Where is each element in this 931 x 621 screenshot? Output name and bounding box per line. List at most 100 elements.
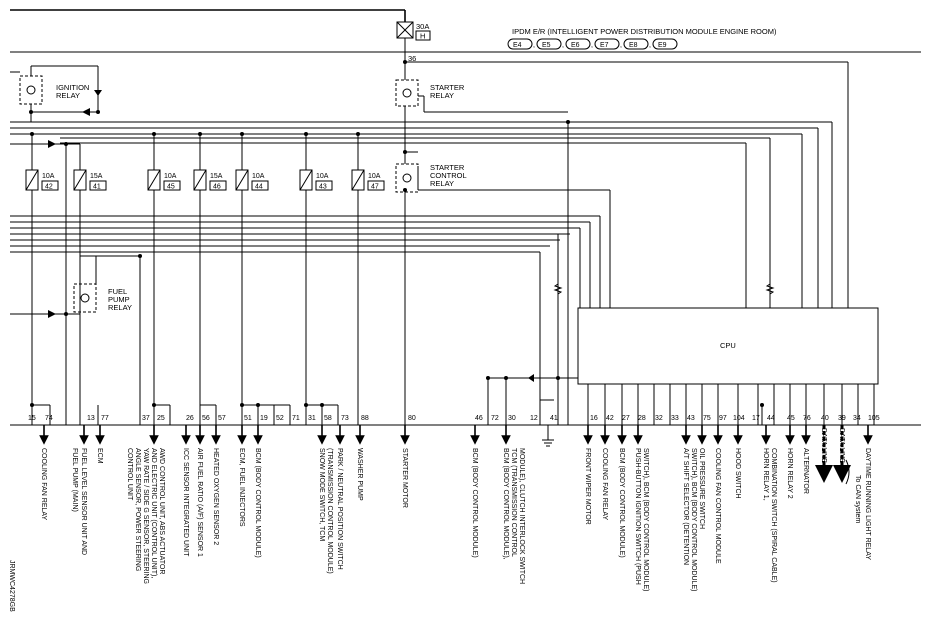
svg-text:44: 44 bbox=[767, 415, 775, 422]
svg-text:E8: E8 bbox=[629, 42, 638, 49]
svg-text:BCM (BODY CONTROL MODULE),TCM: BCM (BODY CONTROL MODULE),TCM (TRANSMISS… bbox=[502, 448, 525, 584]
svg-text:10A: 10A bbox=[42, 173, 55, 180]
svg-text:42: 42 bbox=[606, 415, 614, 422]
resistor-1 bbox=[553, 283, 563, 295]
svg-text:E5: E5 bbox=[542, 42, 551, 49]
diode bbox=[528, 374, 534, 382]
svg-text:10A: 10A bbox=[252, 173, 265, 180]
signal-labels: COOLING FAN RELAY FUEL LEVEL SENSOR UNIT… bbox=[40, 428, 871, 592]
svg-text:71: 71 bbox=[292, 415, 300, 422]
svg-text:43: 43 bbox=[319, 184, 327, 191]
svg-text:40: 40 bbox=[821, 415, 829, 422]
svg-text:16: 16 bbox=[590, 415, 598, 422]
svg-text:31: 31 bbox=[308, 415, 316, 422]
svg-text:RELAY: RELAY bbox=[56, 91, 80, 100]
svg-text:76: 76 bbox=[803, 415, 811, 422]
svg-text:41: 41 bbox=[550, 415, 558, 422]
svg-text:SNOW MODE SWITCH, TCM(TRANSMIS: SNOW MODE SWITCH, TCM(TRANSMISSION CONTR… bbox=[318, 448, 333, 574]
svg-text:BCM (BODY CONTROL MODULE): BCM (BODY CONTROL MODULE) bbox=[254, 448, 261, 558]
svg-text:PARK / NEUTRAL POSITION SWITCH: PARK / NEUTRAL POSITION SWITCH bbox=[336, 448, 343, 570]
fuel-pump-relay: FUEL PUMP RELAY bbox=[73, 255, 132, 313]
svg-text:E4: E4 bbox=[513, 42, 522, 49]
fuse-44: 10A 44 bbox=[235, 134, 269, 425]
svg-text:COOLING FAN RELAY: COOLING FAN RELAY bbox=[601, 448, 608, 521]
svg-text:ALTERNATOR: ALTERNATOR bbox=[802, 448, 809, 494]
svg-text:FRONT WIPER MOTOR: FRONT WIPER MOTOR bbox=[584, 448, 591, 525]
svg-text:PUMP: PUMP bbox=[108, 295, 130, 304]
output-arrows bbox=[39, 425, 873, 483]
svg-text:IGNITION: IGNITION bbox=[56, 83, 89, 92]
fuse-43: 10A 43 bbox=[299, 134, 333, 425]
svg-text:30: 30 bbox=[508, 415, 516, 422]
svg-text:75: 75 bbox=[703, 415, 711, 422]
svg-text:45: 45 bbox=[787, 415, 795, 422]
svg-text:,: , bbox=[649, 42, 651, 49]
svg-text:37: 37 bbox=[142, 415, 150, 422]
svg-text:27: 27 bbox=[622, 415, 630, 422]
svg-text:77: 77 bbox=[101, 415, 109, 422]
bus-lines bbox=[10, 61, 849, 425]
svg-text:COOLING FAN CONTROL MODULE: COOLING FAN CONTROL MODULE bbox=[714, 448, 721, 564]
svg-text:15: 15 bbox=[28, 415, 36, 422]
svg-text:51: 51 bbox=[244, 415, 252, 422]
svg-text:BCM (BODY CONTROL MODULE): BCM (BODY CONTROL MODULE) bbox=[471, 448, 478, 558]
svg-text:FUEL LEVEL SENSOR UNIT ANDFUEL: FUEL LEVEL SENSOR UNIT ANDFUEL PUMP (MAI… bbox=[71, 448, 87, 555]
svg-text:34: 34 bbox=[853, 415, 861, 422]
svg-text:46: 46 bbox=[213, 184, 221, 191]
svg-text:105: 105 bbox=[868, 415, 880, 422]
svg-text:25: 25 bbox=[157, 415, 165, 422]
can-brace bbox=[845, 459, 850, 485]
svg-text:HOOD SWITCH: HOOD SWITCH bbox=[734, 448, 741, 499]
svg-text:,: , bbox=[562, 42, 564, 49]
svg-text:28: 28 bbox=[638, 415, 646, 422]
module-title: IPDM E/R (INTELLIGENT POWER DISTRIBUTION… bbox=[512, 27, 777, 36]
svg-text:26: 26 bbox=[186, 415, 194, 422]
svg-text:DAYTIME RUNNING LIGHT RELAY: DAYTIME RUNNING LIGHT RELAY bbox=[864, 448, 871, 560]
svg-text:10A: 10A bbox=[316, 173, 329, 180]
svg-text:WASHER PUMP: WASHER PUMP bbox=[356, 448, 363, 501]
figure-id: JRMWC4278GB bbox=[8, 560, 15, 612]
main-fuse: 30A H bbox=[396, 21, 431, 41]
svg-text:58: 58 bbox=[324, 415, 332, 422]
ignition-relay: IGNITION RELAY bbox=[19, 65, 102, 113]
svg-text:10A: 10A bbox=[368, 173, 381, 180]
svg-text:CONTROL: CONTROL bbox=[430, 171, 467, 180]
svg-text:19: 19 bbox=[260, 415, 268, 422]
svg-text:39: 39 bbox=[838, 415, 846, 422]
svg-text:E6: E6 bbox=[571, 42, 580, 49]
svg-text:13: 13 bbox=[87, 415, 95, 422]
svg-text:72: 72 bbox=[491, 415, 499, 422]
resistor-2 bbox=[765, 283, 775, 295]
svg-text:A/T SHIFT SELECTOR (DETENTIONS: A/T SHIFT SELECTOR (DETENTIONSWITCH), BC… bbox=[682, 448, 697, 592]
svg-text:44: 44 bbox=[255, 184, 263, 191]
svg-text:RELAY: RELAY bbox=[108, 303, 132, 312]
svg-text:15A: 15A bbox=[210, 173, 223, 180]
svg-text:HEATED OXYGEN SENSOR 2: HEATED OXYGEN SENSOR 2 bbox=[212, 448, 219, 545]
starter-control-relay: STARTER CONTROL RELAY bbox=[395, 163, 467, 193]
svg-text:ICC SENSOR INTEGRATED UNIT: ICC SENSOR INTEGRATED UNIT bbox=[182, 448, 189, 557]
main-fuse-terminal: 36 bbox=[408, 54, 416, 63]
svg-text:17: 17 bbox=[752, 415, 760, 422]
svg-text:COOLING FAN RELAY: COOLING FAN RELAY bbox=[40, 448, 47, 521]
cpu-output-wires bbox=[32, 378, 875, 425]
svg-text:E7: E7 bbox=[600, 42, 609, 49]
svg-text:CONTROL UNITANGLE SENSOR, POWE: CONTROL UNITANGLE SENSOR, POWER STEERING… bbox=[126, 448, 165, 584]
svg-text:STARTER: STARTER bbox=[430, 163, 465, 172]
cpu-block bbox=[577, 307, 879, 385]
main-fuse-id: H bbox=[420, 32, 425, 41]
fuse-46: 15A 46 bbox=[193, 134, 227, 425]
svg-text:ECM: ECM bbox=[96, 448, 103, 464]
svg-text:DATA LINE: DATA LINE bbox=[820, 428, 827, 463]
svg-text:ECM, FUEL INJECTORS: ECM, FUEL INJECTORS bbox=[238, 448, 245, 527]
connector-list: E4 , E5 , E6 , E7 , E8 , E9 bbox=[507, 38, 678, 50]
svg-text:46: 46 bbox=[475, 415, 483, 422]
svg-text:HORN RELAY 1,COMBINATION SWITC: HORN RELAY 1,COMBINATION SWITCH (SPIRAL … bbox=[762, 448, 777, 583]
cpu-label: CPU bbox=[720, 341, 736, 350]
svg-text:32: 32 bbox=[655, 415, 663, 422]
